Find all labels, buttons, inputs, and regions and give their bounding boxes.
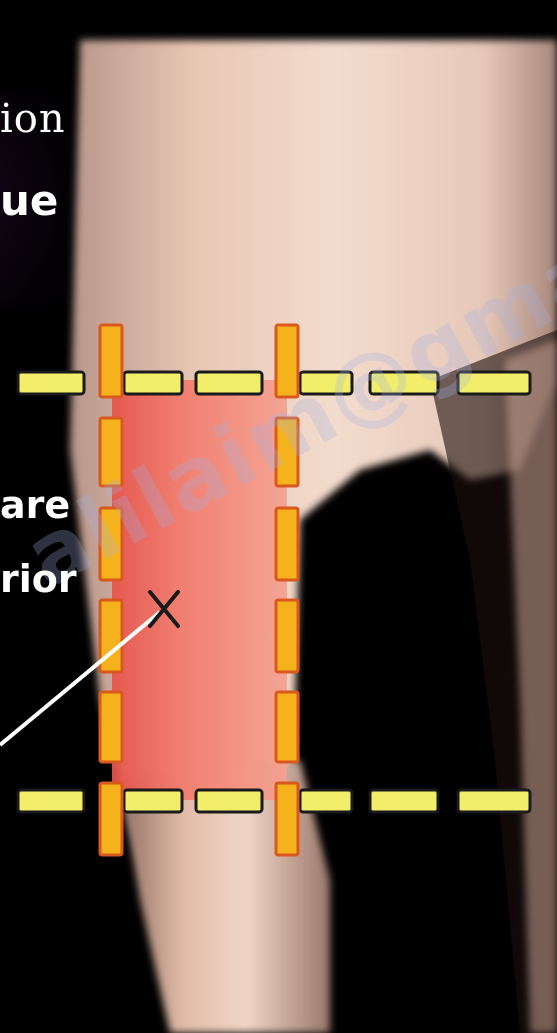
caption-line-1: ion	[0, 96, 66, 142]
caption-line-2: ue	[0, 176, 58, 225]
caption-line-4: rior	[0, 557, 77, 601]
caption-line-3: are	[0, 483, 70, 527]
